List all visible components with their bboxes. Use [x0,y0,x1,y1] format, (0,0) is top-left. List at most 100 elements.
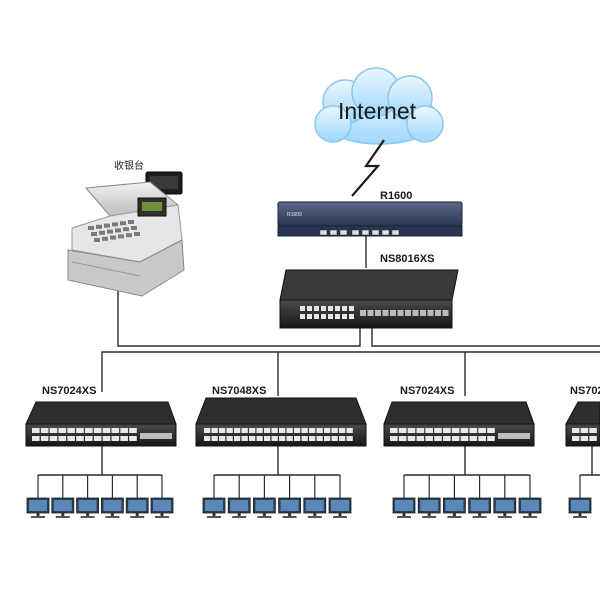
computer-icon [392,497,416,518]
core-port [349,306,354,311]
computer-icon [76,497,99,518]
core-port [335,306,340,311]
register-key [94,238,100,242]
switch-port [589,436,597,441]
core-port [349,314,354,319]
switch-port [204,428,211,433]
switch-port [32,428,40,433]
switch-port [219,436,226,441]
core-port [335,314,340,319]
core-sfp-port [382,310,389,316]
computer-icon [328,497,352,518]
switch-port [279,428,286,433]
switch-port [346,436,353,441]
register-key [91,232,97,236]
computer-icon [125,497,149,518]
register-key [134,232,140,236]
switch-port [331,428,338,433]
access-switch-1-label: NS7024XS [42,385,96,397]
computer-drop-lines [37,475,581,498]
switch-port [398,436,407,441]
cash-register-label: 收银台 [114,159,144,172]
switch-port [85,436,93,441]
router: R1600 R1600 [277,190,463,237]
access-switch-1-ports [32,428,137,441]
switch-port [264,428,271,433]
register-key [110,235,116,240]
core-port [300,306,305,311]
internet-cloud: Internet [314,67,444,145]
core-port [314,306,319,311]
lightning-link-icon [351,139,385,197]
computer-icon [101,497,124,518]
register-key [126,233,132,238]
switch-port [219,428,226,433]
core-sfp-port [420,310,426,316]
switch-port [451,436,460,441]
switch-port [572,436,580,441]
core-port [328,306,333,311]
router-ports [319,229,400,236]
computer-icon [468,497,492,518]
core-sfp-port [435,310,441,316]
switch-port [331,436,338,441]
register-key [115,228,121,233]
switch-port [487,428,495,433]
switch-port [301,436,308,441]
switch-port [443,428,451,433]
cash-register: 收银台 [67,159,185,297]
switch-port [469,436,478,441]
switch-port [67,436,75,441]
switch-port [398,428,407,433]
core-port [321,314,326,319]
access-switch-2-label: NS7048XS [212,385,266,397]
switch-port [120,428,128,433]
core-port [314,314,319,319]
switch-port [58,436,67,441]
switch-port [390,436,398,441]
register-key [96,224,102,229]
router-port [391,229,400,236]
switch-port [211,436,218,441]
switch-port [460,436,469,441]
switch-port [76,428,84,433]
switch-port [316,436,323,441]
computer-icon [202,497,226,518]
register-key [102,236,108,241]
switch-port [49,428,58,433]
router-port [329,229,338,236]
switch-port [434,428,442,433]
switch-port [241,428,248,433]
core-port [307,306,312,311]
switch-port [324,436,331,441]
switch-port [226,428,233,433]
core-port [321,306,326,311]
switch-port [339,428,346,433]
router-port [371,229,380,236]
core-port [300,314,305,319]
switch-port [309,436,316,441]
core-sfp-port [375,310,381,316]
register-key [112,222,118,227]
core-sfp-port [412,310,419,316]
core-sfp-port [405,310,411,316]
switch-port [478,436,486,441]
switch-port [580,428,589,433]
switch-port [589,428,597,433]
core-switch: NS8016XS [279,253,459,329]
switch-port [204,436,211,441]
access-switch-4-label: NS7024XS [570,385,600,397]
access-switch-1: NS7024XS [25,385,177,447]
switch-port [67,428,75,433]
core-sfp-port [442,310,449,316]
switch-port [572,428,580,433]
computer-icon [303,497,327,518]
switch-port [425,428,433,433]
access-switch-4: NS7024XS [565,385,600,447]
register-key [128,220,134,224]
switch-port [407,436,416,441]
switch-port [249,436,256,441]
core-port [342,306,347,311]
switch-port [301,428,308,433]
switch-port [241,436,248,441]
